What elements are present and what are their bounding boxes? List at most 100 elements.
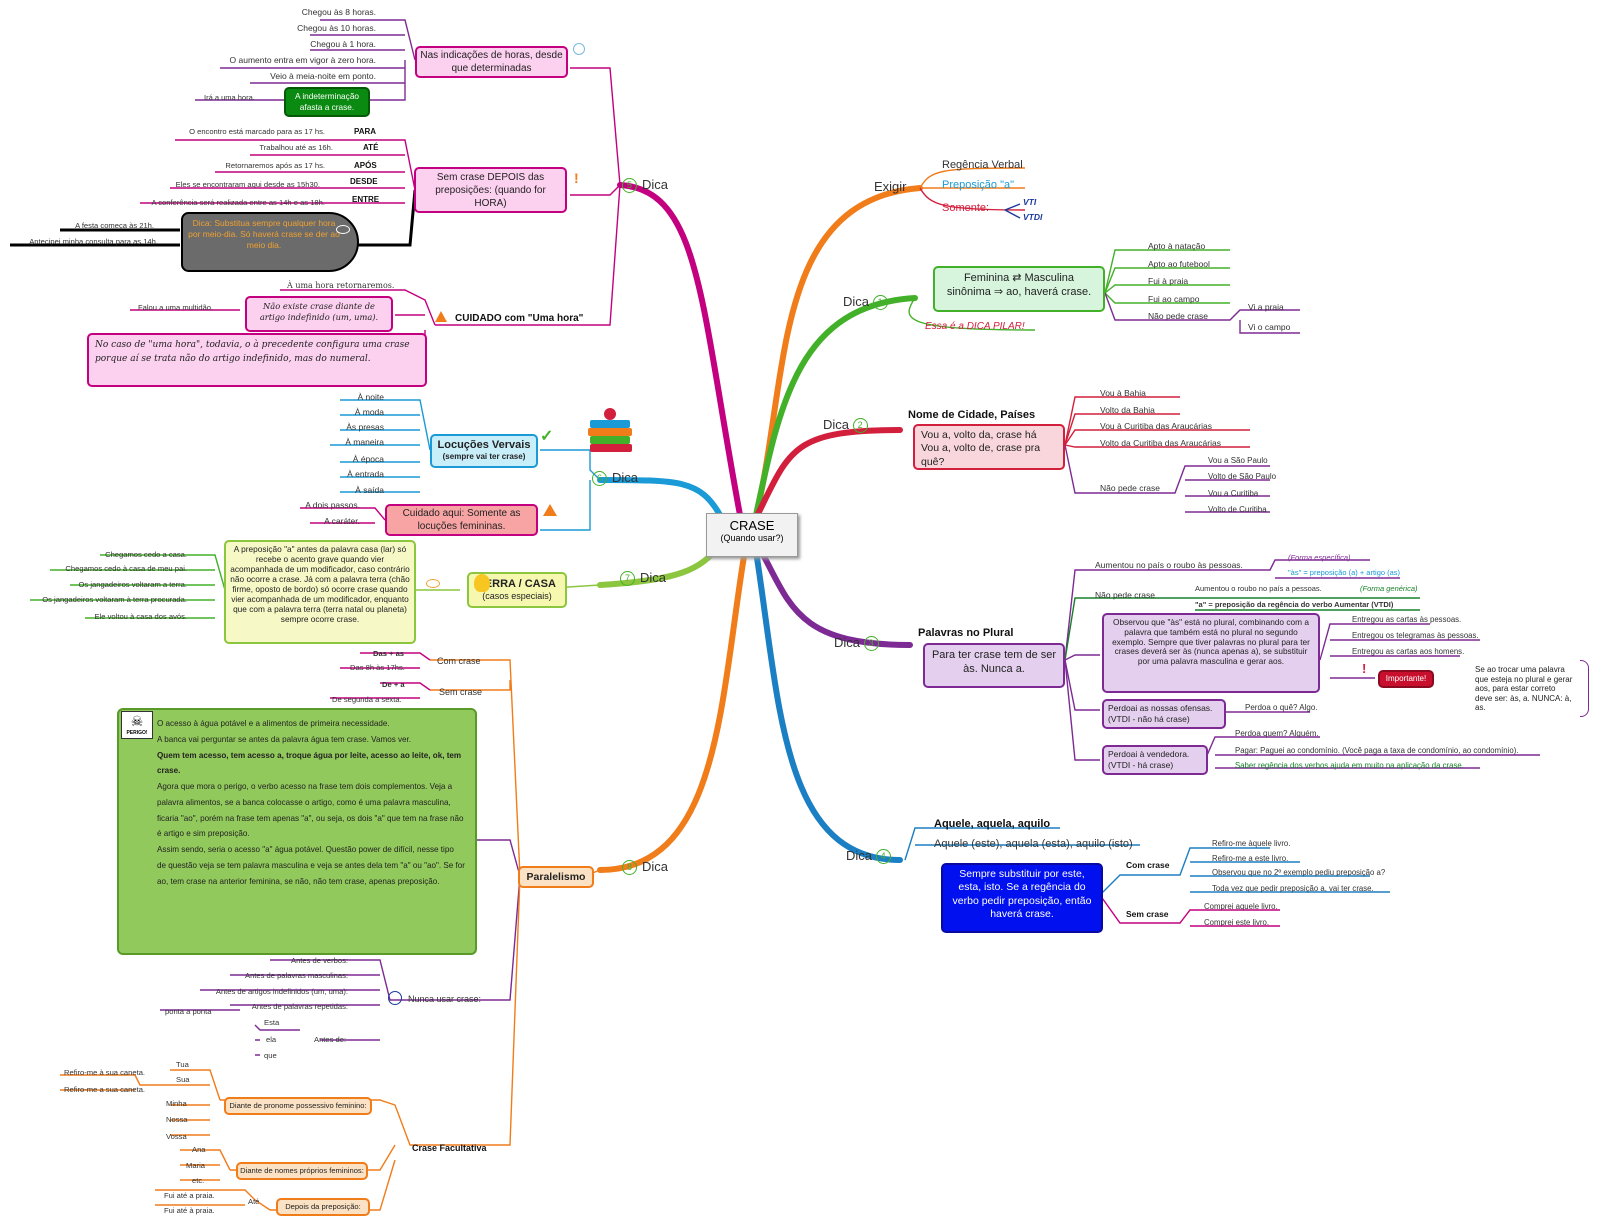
paralelismo-box[interactable]: Paralelismo [518, 866, 594, 888]
locucoes-title: Locuções Vervais [437, 439, 531, 451]
sem-crase-label: Sem crase [439, 687, 483, 697]
dica-3-box[interactable]: Para ter crase tem de ser às. Nunca a. [923, 643, 1065, 688]
dica-hora-text: Dica: Substitua sempre qualquer hora por… [188, 218, 340, 251]
dica-2-nao: Volto de São Paulo [1208, 472, 1277, 481]
dica-3-ex: Entregou as cartas aos homens. [1352, 647, 1465, 656]
terra-casa-rule[interactable]: A preposição "a" antes da palavra casa (… [224, 540, 416, 644]
dica-1-item: Não pede crase [1148, 311, 1209, 321]
locucao-item: À saída [355, 485, 384, 495]
dica-3-l2a: (Forma genérica) [1360, 584, 1418, 593]
locucao-item: À maneira [345, 437, 384, 447]
dica-2-box[interactable]: Vou a, volto da, crase há Vou a, volto d… [913, 424, 1065, 470]
center-subtitle: (Quando usar?) [720, 533, 784, 543]
dica-4-com-item: Refiro-me a este livro. [1212, 854, 1289, 863]
branch-dica-6 [597, 477, 723, 518]
sem-crase-box[interactable]: Sem crase DEPOIS das preposições: (quand… [414, 167, 567, 213]
exigir-item: Somente: [942, 202, 990, 214]
dica-hora-box[interactable]: Dica: Substitua sempre qualquer hora por… [181, 212, 359, 272]
dica-3-ex: Entregou os telegramas às pessoas. [1352, 631, 1479, 640]
dica-3-ex: Entregou as cartas às pessoas. [1352, 615, 1462, 624]
dica-4-sem-item: Comprei este livro. [1204, 918, 1269, 927]
perdoai-2-note: Perdoa quem? Alguém. [1235, 729, 1319, 738]
branch-dica-8 [597, 547, 748, 873]
cuidado-aqui-box[interactable]: Cuidado aqui: Somente as locuções femini… [385, 504, 538, 536]
sem-crase-ex: De segunda a sexta. [332, 695, 402, 704]
dica-4-sub: Aquele (este), aquela (esta), aquilo (is… [934, 838, 1133, 850]
dica-3-pagar: Pagar: Paguei ao condomínio. (Você paga … [1235, 746, 1519, 755]
nomes-box[interactable]: Diante de nomes próprios femininos: [236, 1162, 368, 1180]
nunca-item: Antes de palavras repetidas: [251, 1002, 348, 1011]
artigo-indefinido-box[interactable]: Não existe crase diante de artigo indefi… [245, 296, 393, 332]
antes-de-item: ela [266, 1035, 277, 1044]
prep-example: Retornaremos após as 17 hs. [225, 161, 325, 170]
artigo-indefinido-ex: Falou a uma multidão. [138, 303, 214, 312]
clock-icon [573, 43, 585, 55]
dica-3-l1b: "às" = preposição (a) + artigo (as) [1288, 568, 1401, 577]
eye-icon [336, 225, 350, 234]
perigo-label: PERIGO! [126, 730, 148, 736]
sem-crase-top: De + a [382, 680, 405, 689]
cuidado-uma-hora: CUIDADO com "Uma hora" [455, 313, 584, 324]
ponta-a-ponta: ponta a ponta [165, 1007, 212, 1016]
center-title: CRASE [729, 518, 775, 533]
dica-4-sem: Sem crase [1126, 909, 1169, 919]
vtdi-label: VTDI [1023, 212, 1043, 222]
locucao-item: À moda [354, 407, 384, 417]
green-text: Agora que mora o perigo, o verbo acesso … [157, 782, 464, 839]
com-crase-top: Das + as [373, 649, 405, 658]
dica-5-number: 5 [622, 178, 637, 193]
horas-item: O aumento entra em vigor à zero hora. [229, 55, 376, 65]
nunca-item: Antes de artigos indefinidos (um, uma): [215, 987, 348, 996]
nunca-item: Antes de: [314, 1035, 347, 1044]
locucao-item: Às presas [346, 422, 384, 432]
locucoes-box[interactable]: Locuções Vervais (sempre vai ter crase) [430, 434, 538, 468]
dica-2-title: Nome de Cidade, Países [908, 409, 1036, 421]
horas-item: Chegou à 1 hora. [310, 39, 376, 49]
dica-4-title: Aquele, aquela, aquilo [934, 818, 1051, 830]
indeterminacao-box[interactable]: A indeterminação afasta a crase. [284, 87, 370, 117]
perigo-box[interactable]: O acesso à água potável e a alimentos de… [117, 708, 477, 955]
dica-1-item: Fui à praia [1148, 276, 1189, 286]
dica-3-obs[interactable]: Observou que "às" está no plural, combin… [1102, 613, 1320, 693]
perdoai-1-box[interactable]: Perdoai as nossas ofensas. (VTDI - não h… [1102, 699, 1226, 729]
dica-1-box[interactable]: Feminina ⇄ Masculina sinônima ⇒ ao, have… [933, 266, 1105, 312]
center-node[interactable]: CRASE (Quando usar?) [706, 513, 798, 557]
prep-label: APÓS [354, 161, 377, 170]
prep-example: O encontro está marcado para as 17 hs. [189, 127, 325, 136]
dica-4-com-item: Observou que no 2º exemplo pediu preposi… [1212, 868, 1386, 877]
branch-dica-1 [752, 295, 918, 523]
dica-2-nao: Vou a Curitiba [1208, 489, 1259, 498]
ate-ex: Fui até a praia. [164, 1191, 215, 1200]
nomes-item: etc. [192, 1176, 205, 1185]
terra-casa-item: Os jangadeiros voltaram à terra procurad… [42, 595, 187, 604]
important-icon: ! [1362, 661, 1367, 676]
check-icon: ✓ [540, 428, 554, 445]
dica-4-com-item: Refiro-me àquele livro. [1212, 839, 1291, 848]
dica-4-sem-item: Comprei aquele livro. [1204, 902, 1278, 911]
importante-badge: Importante! [1378, 670, 1434, 688]
prep-label: DESDE [350, 177, 378, 186]
horas-box[interactable]: Nas indicações de horas, desde que deter… [415, 46, 568, 78]
main-branches [597, 182, 923, 873]
perdoai-2-box[interactable]: Perdoai à vendedora. (VTDI - há crase) [1102, 745, 1208, 775]
cuidado-item: A caráter. [324, 516, 360, 526]
crase-facultativa-label: Crase Facultativa [412, 1143, 487, 1153]
exigir-item: Preposição "a" [942, 179, 1015, 191]
lightbulb-icon [474, 574, 490, 592]
depois-box[interactable]: Depois da preposição: [276, 1198, 370, 1216]
locucao-item: À entrada [347, 469, 384, 479]
pronome-item: Tua [176, 1060, 189, 1069]
dica-4-box[interactable]: Sempre substituir por este, esta, isto. … [941, 863, 1103, 933]
nomes-item: Maria [186, 1161, 205, 1170]
numeral-box[interactable]: No caso de "uma hora", todavia, o à prec… [87, 333, 427, 387]
dica-2-item: Vou à Bahia [1100, 388, 1146, 398]
prep-example: Eles se encontraram aqui desde as 15h30. [175, 180, 320, 189]
pronome-box[interactable]: Diante de pronome possessivo feminino: [224, 1097, 372, 1115]
locucao-item: À época [352, 454, 384, 464]
nunca-item: Antes de verbos: [291, 956, 348, 965]
dica-4-number: 4 [875, 849, 891, 864]
warning-icon-2 [435, 311, 447, 322]
